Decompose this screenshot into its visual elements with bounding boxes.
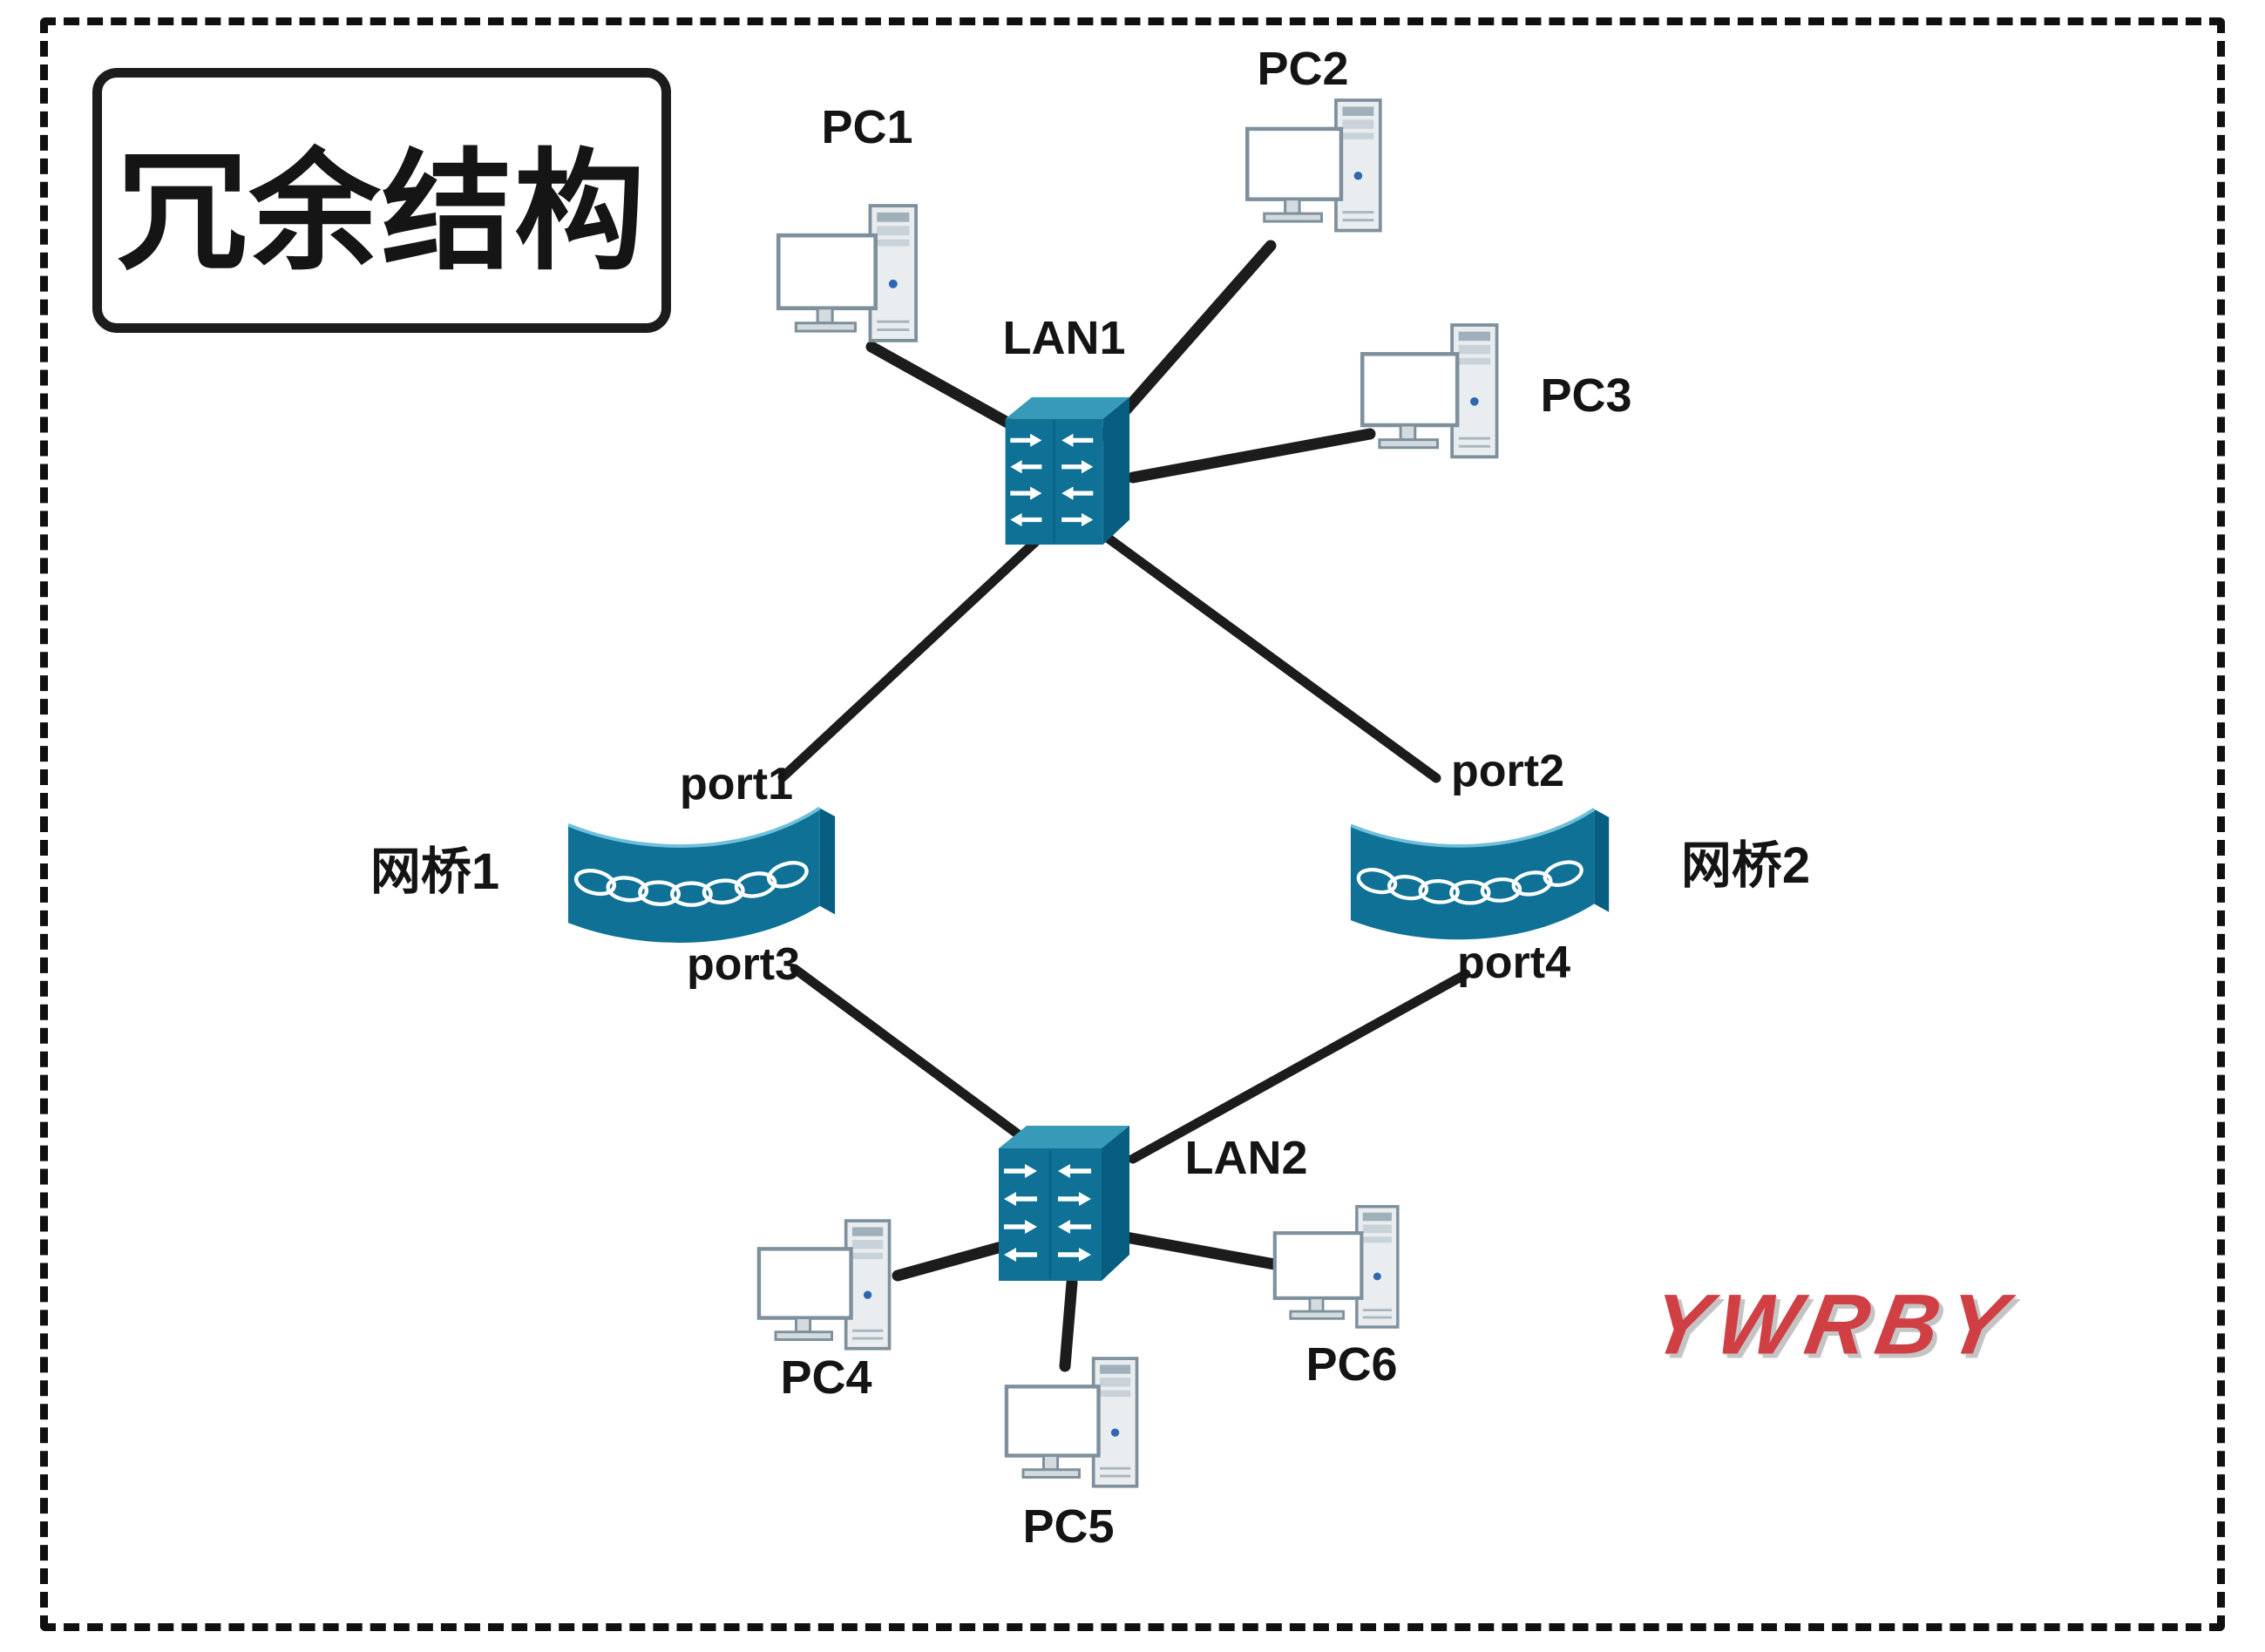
pc2-computer-icon xyxy=(1247,100,1380,231)
lan2-switch-icon xyxy=(999,1126,1129,1281)
link-lan2-pc4 xyxy=(892,1238,1017,1282)
diagram-title: 冗余结构 xyxy=(116,138,647,285)
pc2-label: PC2 xyxy=(1257,43,1349,95)
bridge1-label: 网桥1 xyxy=(370,843,500,900)
watermark: YWRBY xyxy=(1643,1276,2023,1372)
bridge2-label: 网桥2 xyxy=(1680,837,1811,894)
port1-label: port1 xyxy=(680,759,793,809)
page-dashed-border xyxy=(40,17,2225,1631)
pc1-label: PC1 xyxy=(821,101,913,153)
bridge2-icon xyxy=(1351,809,1609,940)
port2-label: port2 xyxy=(1451,746,1564,796)
pc1-computer-icon xyxy=(778,206,916,341)
link-pc3-lan1 xyxy=(1127,428,1376,484)
port3-label: port3 xyxy=(687,939,800,990)
bridge1-icon xyxy=(568,808,835,943)
link-bridge1-lan2-port3 xyxy=(790,964,1035,1148)
port4-label: port4 xyxy=(1457,938,1570,988)
pc4-label: PC4 xyxy=(780,1351,872,1404)
pc3-label: PC3 xyxy=(1540,369,1632,422)
lan2-label: LAN2 xyxy=(1184,1132,1308,1184)
link-lan1-bridge2-port2 xyxy=(1103,533,1441,783)
pc5-label: PC5 xyxy=(1022,1500,1115,1553)
pc6-label: PC6 xyxy=(1305,1338,1398,1391)
lan1-switch-icon xyxy=(1006,397,1130,545)
link-lan2-pc5 xyxy=(1059,1276,1078,1372)
title-box: 冗余结构 xyxy=(92,68,671,333)
pc6-computer-icon xyxy=(1275,1207,1398,1327)
pc4-computer-icon xyxy=(759,1221,890,1349)
link-lan2-pc6 xyxy=(1120,1231,1285,1271)
pc5-computer-icon xyxy=(1007,1358,1137,1486)
lan1-label: LAN1 xyxy=(1002,312,1126,364)
link-bridge2-lan2-port4 xyxy=(1128,969,1471,1164)
pc3-computer-icon xyxy=(1362,325,1496,457)
link-lan1-bridge1-port1 xyxy=(777,537,1041,782)
link-pc2-lan1 xyxy=(1097,240,1277,442)
